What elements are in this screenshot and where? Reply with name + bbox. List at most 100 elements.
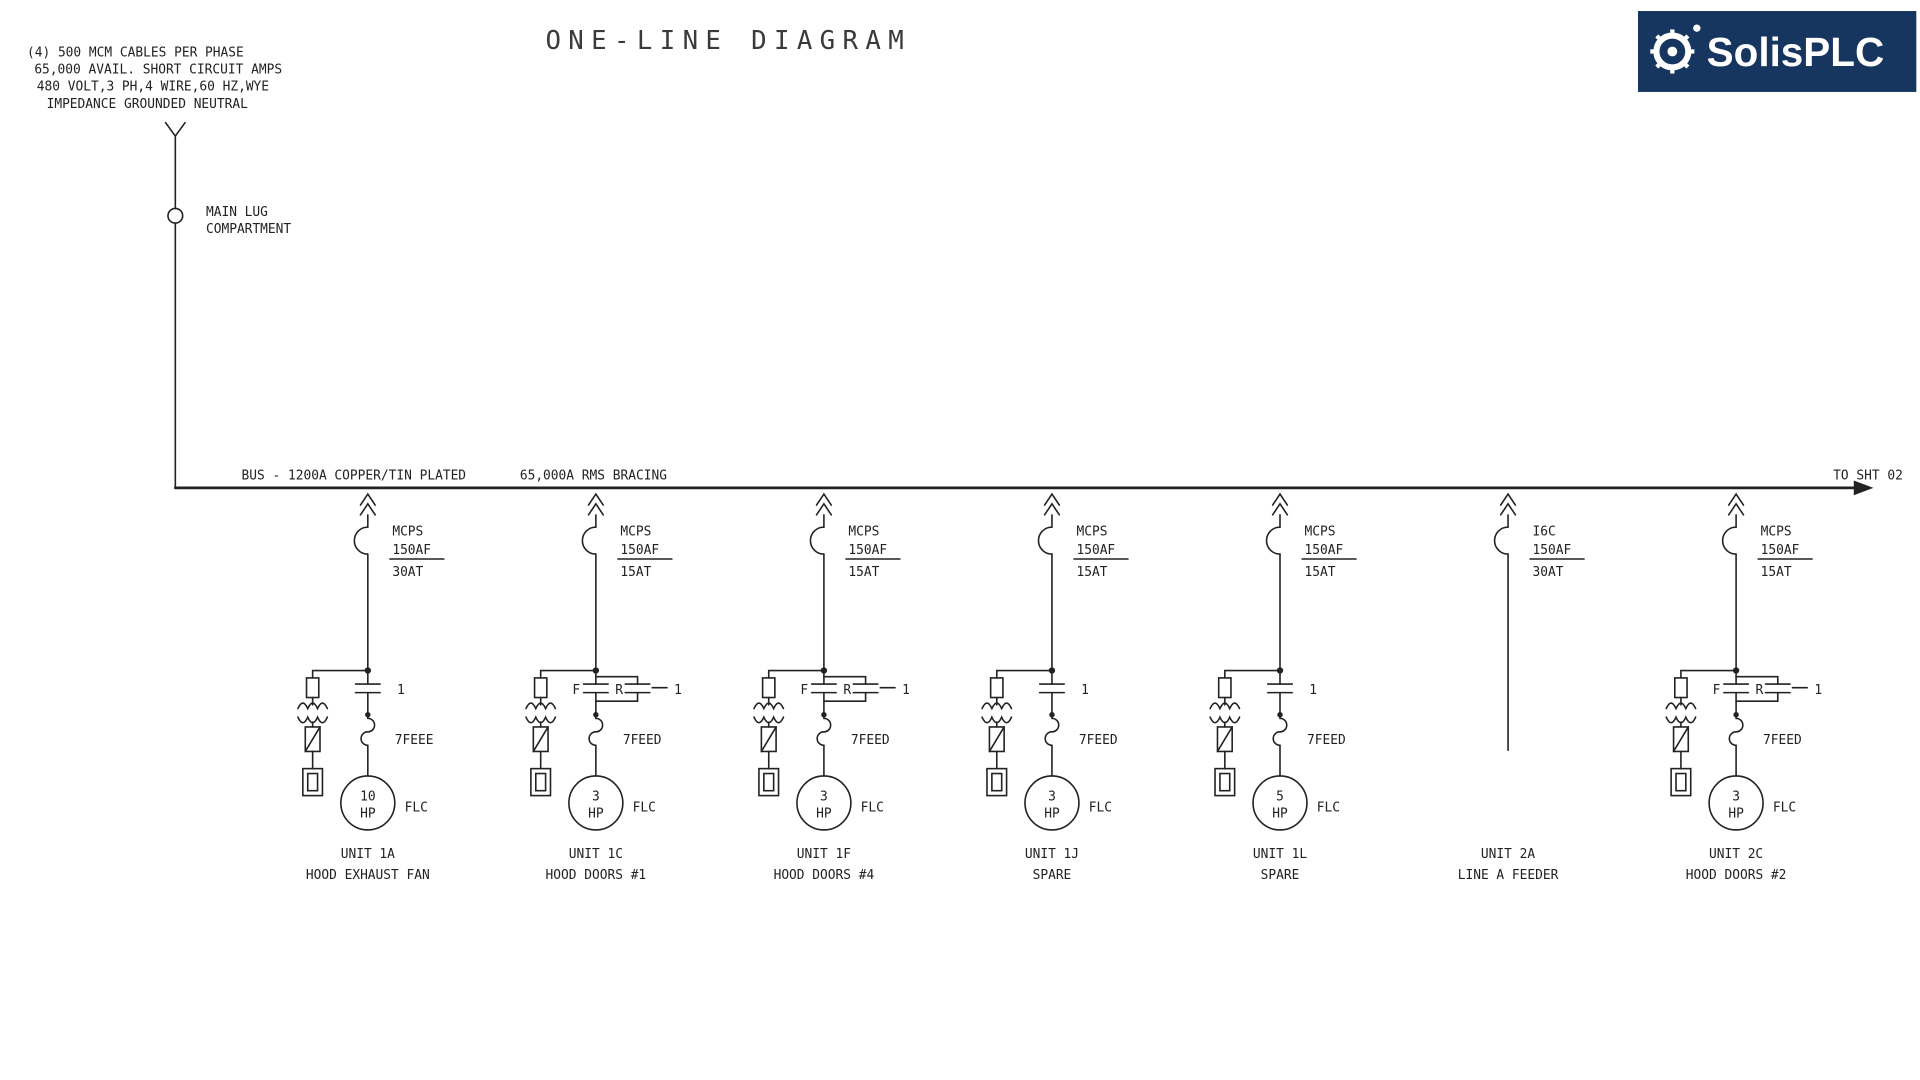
junction-dot — [365, 711, 371, 718]
motor-hp-unit: HP — [360, 807, 376, 822]
service-note-line: 480 VOLT,3 PH,4 WIRE,60 HZ,WYE — [37, 80, 269, 95]
transformer-icon — [525, 702, 557, 711]
motor-hp-value: 3 — [592, 790, 600, 805]
drawout-chevron-icon — [1271, 502, 1289, 516]
unit-name-label: UNIT 1L — [1253, 847, 1307, 862]
control-device-icon — [1214, 767, 1236, 797]
fuse-icon — [1217, 677, 1232, 699]
coil-label: 7FEED — [851, 733, 890, 748]
fuse-icon — [761, 677, 776, 699]
motor-icon — [1708, 775, 1764, 831]
main-lug-node — [167, 207, 184, 224]
breaker-device-label: MCPS — [1761, 525, 1792, 540]
logo-background — [1638, 11, 1917, 92]
drawout-chevron-icon — [1043, 502, 1061, 516]
drawout-chevron-icon — [359, 502, 376, 516]
overload-icon — [360, 717, 376, 747]
breaker-frame-label: 150AF — [1305, 543, 1344, 558]
unit-desc-label: HOOD DOORS #1 — [546, 868, 647, 883]
drawout-chevron-icon — [1271, 492, 1289, 506]
transformer-icon — [753, 702, 785, 711]
breaker-device-label: MCPS — [620, 525, 651, 540]
unit-desc-label: HOOD DOORS #2 — [1686, 868, 1787, 883]
junction-dot — [1733, 711, 1739, 718]
overload-icon — [1728, 717, 1744, 747]
breaker-device-label: MCPS — [1076, 525, 1107, 540]
breaker-device-label: MCPS — [392, 525, 423, 540]
motor-icon — [568, 775, 624, 831]
main-lug-label: MAIN LUG — [206, 205, 268, 220]
fuse-icon — [989, 677, 1004, 699]
contactor-number-label: 1 — [902, 683, 910, 698]
breaker-device-label: MCPS — [848, 525, 879, 540]
overload-icon — [1272, 717, 1288, 747]
drawout-chevron-icon — [1499, 492, 1517, 506]
unit-desc-label: HOOD DOORS #4 — [774, 868, 875, 883]
flc-label: FLC — [1089, 801, 1112, 816]
fuse-icon — [1673, 677, 1688, 699]
reverse-contactor-label: R — [615, 683, 623, 698]
control-device-icon — [534, 772, 547, 792]
drawout-chevron-icon — [1043, 492, 1061, 506]
logo: SolisPLC — [1638, 11, 1917, 92]
unit-name-label: UNIT 1A — [341, 847, 395, 862]
bus-bracing-label: 65,000A RMS BRACING — [520, 468, 667, 483]
drawout-chevron-icon — [1727, 502, 1745, 516]
drawout-chevron-icon — [1499, 502, 1517, 516]
breaker-icon — [1721, 526, 1737, 555]
main-lug-label: COMPARTMENT — [206, 222, 291, 237]
motor-hp-unit: HP — [1272, 807, 1288, 822]
transformer-icon — [297, 702, 329, 711]
motor-hp-unit: HP — [588, 807, 604, 822]
breaker-icon — [1493, 526, 1509, 555]
flc-label: FLC — [405, 801, 428, 816]
overload-icon — [1044, 717, 1060, 747]
unit-desc-label: SPARE — [1033, 868, 1072, 883]
forward-contactor-label: F — [572, 683, 580, 698]
breaker-trip-label: 15AT — [1761, 565, 1792, 580]
motor-icon — [1024, 775, 1080, 831]
motor-icon — [340, 775, 396, 831]
unit-name-label: UNIT 2C — [1709, 847, 1763, 862]
gear-icon — [1650, 24, 1701, 74]
control-device-icon — [763, 772, 775, 792]
breaker-trip-label: 30AT — [392, 565, 423, 580]
forward-contactor-label: F — [800, 683, 808, 698]
control-device-icon — [306, 772, 319, 792]
control-device-icon — [1219, 772, 1231, 792]
control-device-icon — [986, 767, 1008, 797]
motor-hp-value: 3 — [1732, 790, 1740, 805]
breaker-frame-label: 150AF — [1076, 543, 1115, 558]
drawout-chevron-icon — [815, 492, 833, 506]
drawout-chevron-icon — [1727, 492, 1745, 506]
coil-label: 7FEED — [1307, 733, 1346, 748]
breaker-icon — [353, 526, 369, 555]
motor-hp-value: 5 — [1276, 790, 1284, 805]
bus-arrow — [1853, 480, 1874, 496]
unit-name-label: UNIT 2A — [1481, 847, 1535, 862]
junction-dot — [1277, 711, 1283, 718]
unit-name-label: UNIT 1C — [569, 847, 623, 862]
breaker-trip-label: 15AT — [1076, 565, 1107, 580]
bus: BUS - 1200A COPPER/TIN PLATED 65,000A RM… — [173, 468, 1903, 496]
bus-label: BUS - 1200A COPPER/TIN PLATED — [242, 468, 467, 483]
motor-hp-unit: HP — [1044, 807, 1060, 822]
breaker-trip-label: 15AT — [1305, 565, 1336, 580]
unit-desc-label: LINE A FEEDER — [1458, 868, 1559, 883]
contactor-number-label: 1 — [674, 683, 682, 698]
breaker-icon — [1265, 526, 1281, 555]
transformer-icon — [1209, 702, 1241, 711]
contactor-number-label: 1 — [1814, 683, 1822, 698]
page-title: ONE-LINE DIAGRAM — [545, 26, 911, 56]
breaker-frame-label: 150AF — [392, 543, 431, 558]
motor-hp-unit: HP — [1728, 807, 1744, 822]
contactor-number-label: 1 — [397, 683, 405, 698]
logo-text: SolisPLC — [1707, 29, 1885, 75]
control-device-icon — [1670, 767, 1692, 797]
to-sheet-label: TO SHT 02 — [1833, 468, 1903, 483]
